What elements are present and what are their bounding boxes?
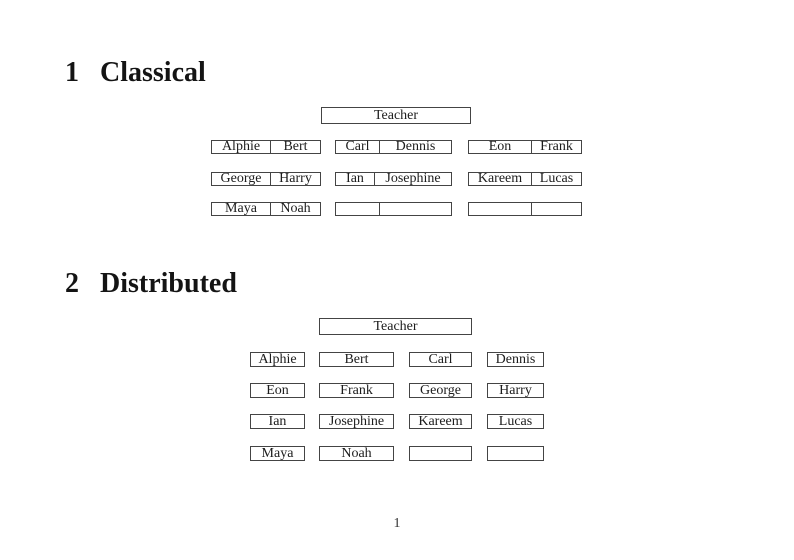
seat-r1c2: Bert [319, 352, 394, 367]
seat-name: Kareem [469, 172, 532, 186]
seat-r4c4-empty [487, 446, 544, 461]
section-title: Classical [100, 57, 206, 88]
desk-r1c1: Alphie Bert [211, 140, 321, 154]
seat-name: Lucas [539, 171, 574, 186]
section-heading-classical: 1 Classical [65, 59, 206, 87]
section-title: Distributed [100, 268, 237, 299]
seat-name: Frank [540, 139, 573, 154]
seat-name: Noah [280, 201, 311, 216]
desk-r1c3: Eon Frank [468, 140, 582, 154]
seat-r1c4: Dennis [487, 352, 544, 367]
seat-name: Harry [279, 171, 312, 186]
seat-name-empty [469, 203, 532, 215]
seat-r2c4: Harry [487, 383, 544, 398]
seat-name-empty [336, 203, 380, 215]
seat-name-empty [380, 203, 451, 215]
seat-r3c2: Josephine [319, 414, 394, 429]
seat-name: Carl [336, 140, 380, 154]
seat-r3c3: Kareem [409, 414, 472, 429]
seat-r4c3-empty [409, 446, 472, 461]
seat-r4c2: Noah [319, 446, 394, 461]
seat-name: Maya [212, 202, 271, 216]
seat-r2c1: Eon [250, 383, 305, 398]
seat-name: Ian [336, 172, 375, 186]
seat-name: Dennis [395, 139, 436, 154]
teacher-box-distributed: Teacher [319, 318, 472, 335]
seat-name-empty [532, 203, 581, 215]
desk-r2c1: George Harry [211, 172, 321, 186]
seat-r2c3: George [409, 383, 472, 398]
seat-r4c1: Maya [250, 446, 305, 461]
seat-r2c2: Frank [319, 383, 394, 398]
seat-r1c1: Alphie [250, 352, 305, 367]
seat-r3c1: Ian [250, 414, 305, 429]
seat-name: George [212, 172, 271, 186]
desk-r3c1: Maya Noah [211, 202, 321, 216]
section-heading-distributed: 2 Distributed [65, 270, 237, 298]
seat-name: Alphie [212, 140, 271, 154]
desk-r2c2: Ian Josephine [335, 172, 452, 186]
section-number: 1 [65, 57, 79, 88]
section-number: 2 [65, 268, 79, 299]
seat-name: Josephine [385, 171, 441, 186]
desk-r2c3: Kareem Lucas [468, 172, 582, 186]
page-number: 1 [393, 516, 401, 531]
seat-name: Eon [469, 140, 532, 154]
desk-r3c2-empty [335, 202, 452, 216]
seat-r3c4: Lucas [487, 414, 544, 429]
desk-r1c2: Carl Dennis [335, 140, 452, 154]
seat-r1c3: Carl [409, 352, 472, 367]
seat-name: Bert [283, 139, 308, 154]
desk-r3c3-empty [468, 202, 582, 216]
teacher-box-classical: Teacher [321, 107, 471, 124]
